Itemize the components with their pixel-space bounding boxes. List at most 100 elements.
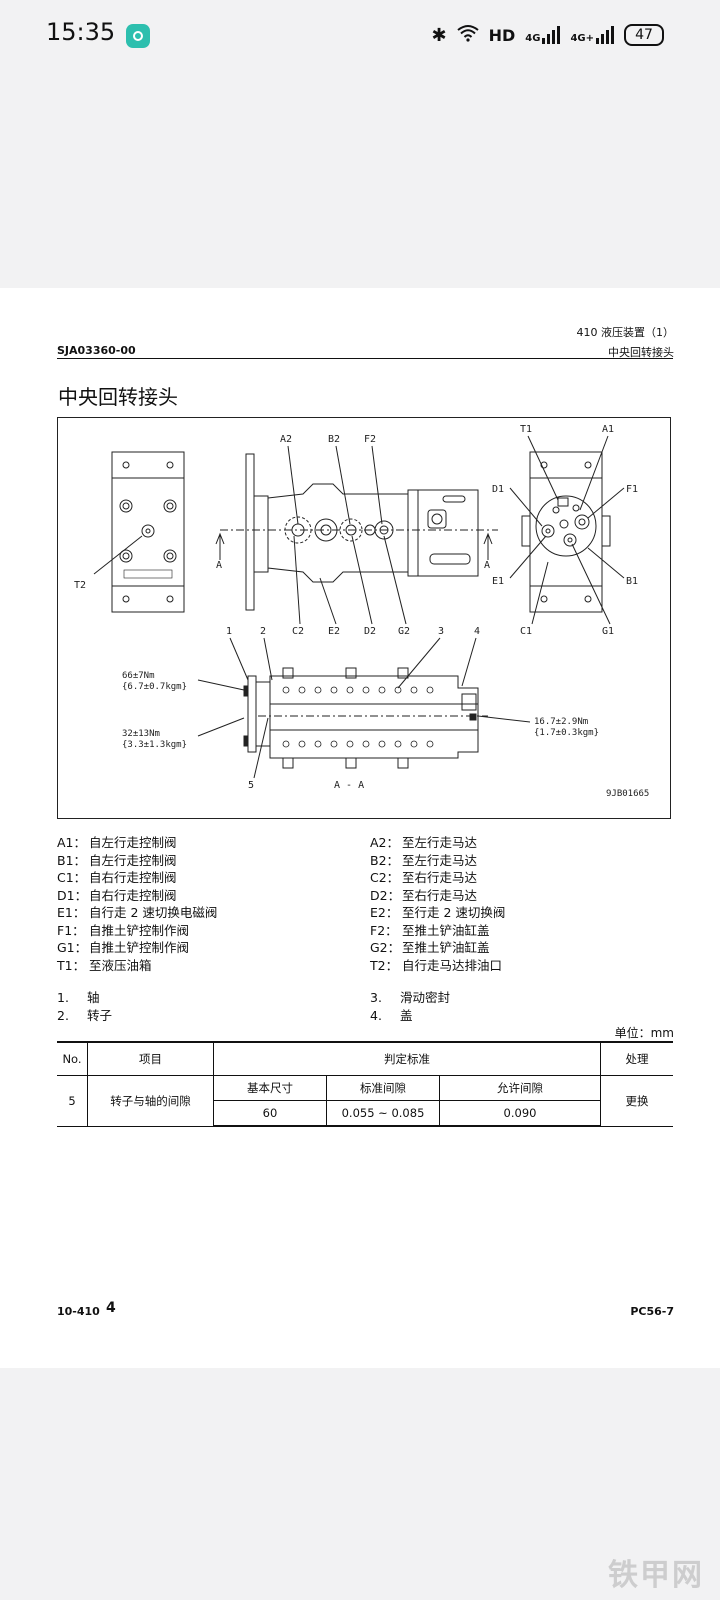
legend-text: 自右行走控制阀 bbox=[89, 870, 177, 885]
footer-page-code: 10-410 bbox=[57, 1305, 100, 1318]
legend-key: F1： bbox=[57, 922, 85, 938]
legend-text: 自左行走控制阀 bbox=[89, 835, 177, 850]
legend-text: 自行走马达排油口 bbox=[402, 957, 503, 973]
legend-text: 至推土铲油缸盖 bbox=[402, 940, 490, 955]
legend-text: 至左行走马达 bbox=[402, 835, 478, 850]
legend-key: T1： bbox=[57, 957, 86, 973]
torque-2: 32±13Nm bbox=[122, 729, 160, 739]
label-a2: A2 bbox=[280, 434, 292, 445]
status-icons: ✱ HD 4G 4G+ 47 bbox=[432, 20, 664, 50]
label-g1: G1 bbox=[602, 626, 614, 637]
val-standard: 0.055 ~ 0.085 bbox=[326, 1100, 440, 1127]
legend-text: 至行走 2 速切换阀 bbox=[402, 905, 506, 920]
part-2: 2 bbox=[260, 626, 266, 637]
4g-signal-icon: 4G+ bbox=[570, 26, 614, 44]
side-view-drawing bbox=[215, 453, 498, 611]
legend-row: T1：至液压油箱 T2：自行走马达排油口 bbox=[57, 955, 677, 973]
label-f2: F2 bbox=[364, 434, 376, 445]
legend-text: 自推土铲控制作阀 bbox=[89, 940, 190, 955]
hd-icon: HD bbox=[488, 25, 516, 45]
wifi-icon bbox=[456, 24, 479, 47]
table-row: 5 转子与轴的间隙 基本尺寸 标准间隙 允许间隙 更换 bbox=[57, 1075, 673, 1127]
row-no: 5 bbox=[57, 1075, 88, 1127]
clearance-table: No. 项目 判定标准 处理 5 转子与轴的间隙 基本尺寸 标准间隙 允许间隙 … bbox=[57, 1041, 673, 1127]
col-no: No. bbox=[57, 1041, 88, 1076]
label-b1: B1 bbox=[626, 576, 638, 587]
sub-allow: 允许间隙 bbox=[439, 1075, 601, 1101]
4g-signal-icon: 4G bbox=[525, 26, 561, 44]
section-view-drawing bbox=[243, 667, 488, 769]
end-view-drawing bbox=[521, 451, 611, 613]
legend-key: E1： bbox=[57, 905, 86, 920]
header-code: SJA03360-00 bbox=[57, 344, 136, 357]
section-caption: A - A bbox=[334, 780, 364, 791]
unit-label: 单位：mm bbox=[614, 1026, 674, 1040]
battery-icon: 47 bbox=[624, 24, 664, 46]
status-bar: 15:35 ✱ HD 4G 4G+ 47 bbox=[0, 0, 720, 70]
part-name: 盖 bbox=[400, 1007, 413, 1023]
part-key: 1. bbox=[57, 990, 69, 1005]
label-a1: A1 bbox=[602, 424, 614, 435]
torque-3-kgm: {1.7±0.3kgm} bbox=[534, 728, 599, 738]
part-1: 1 bbox=[226, 626, 232, 637]
part-key: 3. bbox=[370, 990, 382, 1005]
status-time: 15:35 bbox=[46, 18, 116, 46]
legend-text: 至右行走马达 bbox=[402, 887, 478, 903]
part-5: 5 bbox=[248, 780, 254, 791]
part-name: 轴 bbox=[87, 990, 100, 1005]
legend-key: A1： bbox=[57, 835, 87, 850]
legend-text: 至左行走马达 bbox=[402, 852, 478, 868]
legend-text: 自左行走控制阀 bbox=[89, 852, 177, 868]
legend-key: F2： bbox=[370, 922, 398, 938]
col-criteria: 判定标准 bbox=[213, 1041, 601, 1076]
part-key: 4. bbox=[370, 1007, 382, 1023]
footer-model: PC56-7 bbox=[630, 1305, 674, 1318]
legend-key: C2： bbox=[370, 870, 400, 885]
bluetooth-icon: ✱ bbox=[431, 24, 447, 46]
label-t2: T2 bbox=[74, 580, 86, 591]
sub-standard: 标准间隙 bbox=[326, 1075, 440, 1101]
val-allow: 0.090 bbox=[439, 1100, 601, 1127]
legend-text: 自右行走控制阀 bbox=[89, 887, 177, 903]
label-d2: D2 bbox=[364, 626, 376, 637]
table-row: 60 0.055 ~ 0.085 0.090 bbox=[57, 1100, 673, 1127]
figure-id: 9JB01665 bbox=[606, 789, 649, 799]
label-b2: B2 bbox=[328, 434, 340, 445]
part-4: 4 bbox=[474, 626, 480, 637]
header-divider bbox=[57, 358, 673, 359]
table-header-row: No. 项目 判定标准 处理 bbox=[57, 1041, 673, 1076]
torque-1-kgm: {6.7±0.7kgm} bbox=[122, 682, 187, 692]
legend-key: G1： bbox=[57, 940, 88, 955]
torque-2-kgm: {3.3±1.3kgm} bbox=[122, 740, 187, 750]
legend-row: A1：自左行走控制阀 A2：至左行走马达 bbox=[57, 832, 677, 850]
legend-text: 自推土铲控制作阀 bbox=[89, 922, 190, 938]
app-notification-icon bbox=[126, 24, 150, 48]
document-page[interactable] bbox=[0, 288, 720, 1368]
legend-key: T2： bbox=[370, 957, 399, 973]
page-title: 中央回转接头 bbox=[58, 385, 178, 409]
legend-key: A2： bbox=[370, 835, 400, 850]
legend-text: 至液压油箱 bbox=[89, 957, 152, 973]
col-item: 项目 bbox=[87, 1041, 214, 1076]
label-f1: F1 bbox=[626, 484, 638, 495]
header-section: 410 液压装置（1） bbox=[576, 326, 675, 339]
label-d1: D1 bbox=[492, 484, 504, 495]
network-type-label: 4G+ bbox=[570, 33, 594, 44]
torque-1: 66±7Nm bbox=[122, 671, 155, 681]
legend-key: B1： bbox=[57, 852, 87, 868]
header-subtitle: 中央回转接头 bbox=[608, 346, 674, 359]
part-name: 滑动密封 bbox=[400, 990, 451, 1005]
network-type-label: 4G bbox=[525, 33, 541, 44]
footer-page-number: 4 bbox=[106, 1300, 116, 1316]
label-e1: E1 bbox=[492, 576, 504, 587]
row-action: 更换 bbox=[600, 1075, 673, 1127]
label-c2: C2 bbox=[292, 626, 304, 637]
